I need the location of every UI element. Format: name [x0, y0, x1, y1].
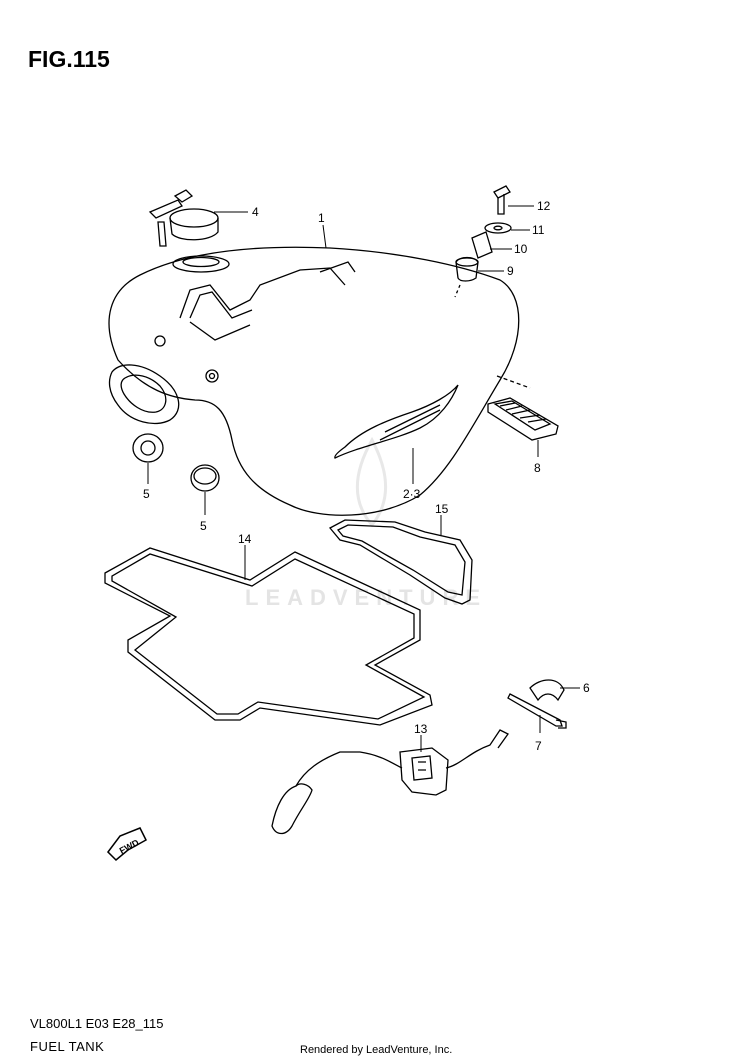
watermark-flame-icon [355, 436, 387, 528]
tank-pad [487, 375, 559, 441]
insulator-sheet-14 [104, 547, 433, 726]
fuel-tank-body [108, 246, 520, 516]
forward-direction-icon: FWD [107, 827, 147, 862]
part-label-8: 8 [534, 461, 541, 475]
part-label-11: 11 [532, 223, 545, 237]
part-label-4: 4 [252, 205, 259, 219]
figure-caption: FUEL TANK [30, 1039, 105, 1054]
cable-tie-7 [507, 693, 567, 729]
part-label-5b: 5 [200, 519, 207, 533]
model-code: VL800L1 E03 E28_115 [30, 1016, 164, 1031]
part-label-12: 12 [537, 199, 551, 213]
part-label-7: 7 [535, 739, 542, 753]
part-label-14: 14 [238, 532, 252, 546]
figure-title: FIG.115 [28, 46, 110, 72]
part-label-10: 10 [514, 242, 528, 256]
leader-line-1 [322, 224, 327, 249]
cushion-lower [190, 464, 220, 492]
bolt-stack [454, 185, 512, 298]
clamp-6 [529, 679, 565, 702]
render-credit: Rendered by LeadVenture, Inc. [300, 1044, 453, 1056]
part-label-5a: 5 [143, 487, 150, 501]
watermark-text: LEADVENTURE [245, 585, 487, 610]
part-label-15: 15 [435, 502, 449, 516]
fuel-cap [148, 189, 219, 247]
part-label-9: 9 [507, 264, 514, 278]
part-label-2-3: 2·3 [403, 487, 421, 501]
cushion-upper [132, 433, 164, 463]
part-label-6: 6 [583, 681, 590, 695]
part-label-1: 1 [318, 211, 325, 225]
gasket-15 [328, 519, 473, 605]
watermark: LEADVENTURE [245, 436, 487, 610]
fuel-level-gauge-13 [271, 729, 509, 835]
part-label-13: 13 [414, 722, 428, 736]
